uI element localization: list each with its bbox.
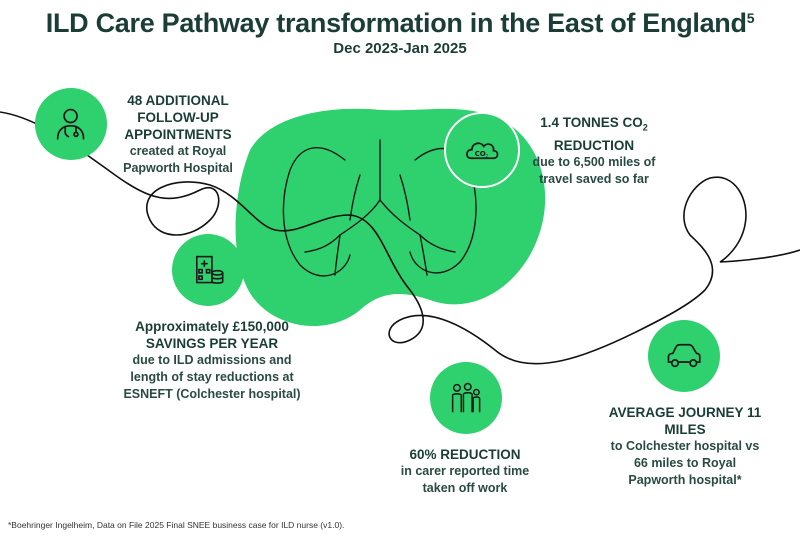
doctor-icon [35, 88, 107, 160]
stat-journey-body: to Colchester hospital vs 66 miles to Ro… [610, 439, 760, 487]
stat-followup-head: 48 ADDITIONAL FOLLOW-UP APPOINTMENTS [124, 93, 232, 142]
stat-carer-body: in carer reported time taken off work [400, 464, 530, 495]
lungs-illustration [282, 139, 477, 277]
stat-co2-body: due to 6,500 miles of travel saved so fa… [532, 154, 656, 186]
flow-line [0, 111, 800, 365]
car-icon [648, 320, 720, 392]
svg-text:2: 2 [486, 154, 489, 160]
stat-savings-head: Approximately £150,000 SAVINGS PER YEAR [135, 319, 289, 351]
page-subtitle: Dec 2023-Jan 2025 [333, 40, 467, 57]
footnote: *Boehringer Ingelheim, Data on File 2025… [8, 520, 345, 530]
co2-cloud-icon: CO 2 [444, 112, 520, 188]
stat-savings: Approximately £150,000 SAVINGS PER YEAR … [122, 318, 302, 403]
svg-text:CO: CO [475, 149, 486, 158]
stat-followup-body: created at Royal Papworth Hospital [123, 144, 233, 175]
stat-co2-head: 1.4 TONNES CO2 REDUCTION [540, 115, 648, 153]
page-title: ILD Care Pathway transformation in the E… [45, 8, 755, 38]
stat-carer: 60% REDUCTION in carer reported time tak… [385, 446, 545, 497]
stat-journey: AVERAGE JOURNEY 11 MILES to Colchester h… [605, 404, 765, 489]
stat-followup: 48 ADDITIONAL FOLLOW-UP APPOINTMENTS cre… [108, 92, 248, 177]
stat-savings-body: due to ILD admissions and length of stay… [123, 353, 301, 401]
stat-co2-head-sub: 2 [642, 122, 648, 133]
hospital-coins-icon [172, 234, 244, 306]
family-icon [430, 362, 502, 434]
stat-journey-head: AVERAGE JOURNEY 11 MILES [608, 405, 762, 437]
stat-carer-head: 60% REDUCTION [409, 447, 521, 462]
title-superscript: 5 [746, 10, 755, 26]
stat-co2: 1.4 TONNES CO2 REDUCTION due to 6,500 mi… [520, 114, 668, 188]
